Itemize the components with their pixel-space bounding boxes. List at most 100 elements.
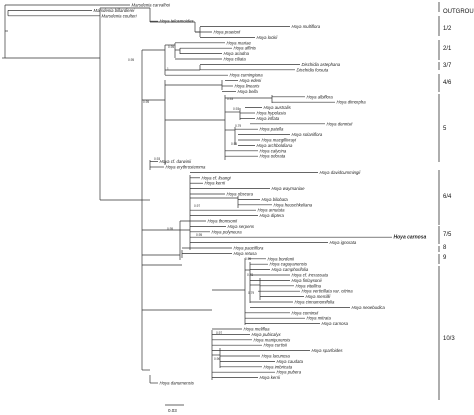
support-value: 0.93 [233,107,239,111]
support-value: 0.95 [196,233,202,237]
taxon-label: Hoya kerrii [260,375,282,380]
taxon-label: Hoya lacunosa [262,354,291,359]
taxon-label: Hoya mitrata [307,316,332,321]
taxon-label: Hoya waymaniae [272,186,306,191]
taxon-label: Hoya macgillivrayi [262,138,298,143]
support-value: 0.95 [231,142,237,146]
taxon-label: Marsdenia carvalhoi [132,3,171,8]
taxon-label: Hoya danumensis [160,381,195,386]
support-value: 0.95 [168,45,174,49]
taxon-label: Marsdenia billardierei [94,8,136,13]
taxon-label: Hoya linearis [235,84,261,89]
taxon-label: Hoya vitellina [296,283,322,288]
taxon-label: Hoya albiflora [307,94,334,99]
taxon-label: Hoya inflata [257,116,280,121]
support-value: 0.95 [143,100,149,104]
support-value: 0.95 [245,257,251,261]
taxon-label: Hoya manipurensis [254,337,292,342]
taxon-label: Hoya curtisii [264,343,288,348]
taxon-label: Hoya dennisii [327,121,354,126]
taxon-label: Hoya sparfoides [312,348,344,353]
clade-label: 7/5 [443,232,452,238]
taxon-label: Hoya camphorifolia [272,267,309,272]
taxon-label: Hoya bilobata [262,197,289,202]
taxon-label: Hoya serpens [228,224,255,229]
taxon-label: Hoya imbricata [264,364,293,369]
taxon-label: Hoya retusa [234,251,258,256]
clade-label: 5 [443,126,447,132]
taxon-label: Hoya pubera [277,370,302,375]
taxon-label: Hoya bella [238,89,259,94]
clade-label: 4/6 [443,80,452,86]
clade-label: 10/3 [443,336,455,342]
support-value: 0.95 [167,227,173,231]
taxon-label: Hoya obscura [227,192,254,197]
clade-label: 2/1 [443,46,452,52]
taxon-label: Hoya carnosa [394,235,427,241]
taxon-label: Hoya cf. darwinii [160,159,193,164]
taxon-label: Hoya calycina [260,148,287,153]
support-value: 0.96 [214,357,220,361]
taxon-label: Hoya cominsii [292,310,320,315]
taxon-label: Marsdenia coulteri [102,13,138,18]
taxon-label: Hoya edeni [240,78,263,83]
taxon-label: Hoya finlaysonii [292,278,323,283]
taxon-label: Hoya polyneura [212,229,243,234]
taxon-label: Hoya ariadna [224,51,250,56]
taxon-label: Hoya patella [260,127,284,132]
taxon-label: Hoya merrillii [306,294,332,299]
taxon-label: Hoya dimorpha [337,100,367,105]
taxon-label: Hoya affinis [234,46,257,51]
taxon-label: Hoya odorata [260,154,286,159]
support-value: 0.93 [154,157,160,161]
taxon-label: Hoya telosmoides [160,19,195,24]
taxon-label: Hoya cinnamomifolia [295,300,335,305]
support-value: 1 [167,67,169,71]
taxon-label: Hoya arnutata [258,208,286,213]
support-value: 0.78 [247,273,253,277]
taxon-label: Hoya praetorii [214,30,242,35]
taxon-label: Hoya neoebudica [352,305,386,310]
clade-label: 6/4 [443,194,452,200]
taxon-label: Hoya pauciflora [234,246,264,251]
taxon-label: Hoya carnosa [322,321,349,326]
scale-bar-label: 0.03 [168,408,177,413]
taxon-label: Hoya australis [264,105,292,110]
taxon-label: Hoya multiflora [292,24,321,29]
clade-label: 1/2 [443,26,452,32]
taxon-label: Dischidia forsuta [297,67,329,72]
support-value: 0.79 [235,124,241,128]
taxon-label: Hoya lockii [257,35,279,40]
taxon-label: Hoya ignorata [330,240,357,245]
taxon-label: Hoya kerrii [205,181,227,186]
taxon-label: Hoya meliflua [244,327,271,332]
taxon-label: Hoya thomsonii [208,219,239,224]
clade-labels: OUTGROUPS 1/2 2/1 3/7 4/6 5 6/4 7/5 8 9 10/3 [443,9,474,342]
taxon-label: Hoya cf. lisangi [202,175,232,180]
taxon-label: Hoya erythrostemma [166,165,206,170]
scale-bar: 0.03 [165,404,184,413]
clade-label: 9 [443,255,447,261]
tree-branches [2,4,392,384]
clade-label: 8 [443,245,447,251]
taxon-label: Hoya solaniflora [292,132,323,137]
taxon-label: Hoya heuschkeliana [274,202,313,207]
clade-label: 3/7 [443,63,452,69]
taxon-label: Hoya bordenii [268,256,296,261]
support-value: 0.79 [248,291,254,295]
support-value: 0.97 [194,204,200,208]
support-values: 0.95 0.95 0.95 1 0.93 0.95 0.93 0.93 0.79 0.95 0.9… [128,45,254,361]
clade-label: OUTGROUPS [443,9,474,15]
taxon-label: Hoya cf. incrassata [292,273,329,278]
taxon-label: Hoya archboldiana [257,143,293,148]
taxon-label: Hoya cagayanensis [270,262,308,267]
taxon-label: Hoya ciliata [224,57,247,62]
taxon-label: Hoya davidcummingii [320,170,362,175]
taxon-label: Hoya mariae [227,40,252,45]
taxon-label: Hoya hypolasia [257,111,287,116]
support-value: 0.97 [216,331,222,335]
taxon-label: Dischidia astephana [302,62,341,67]
support-value: 0.93 [227,97,233,101]
